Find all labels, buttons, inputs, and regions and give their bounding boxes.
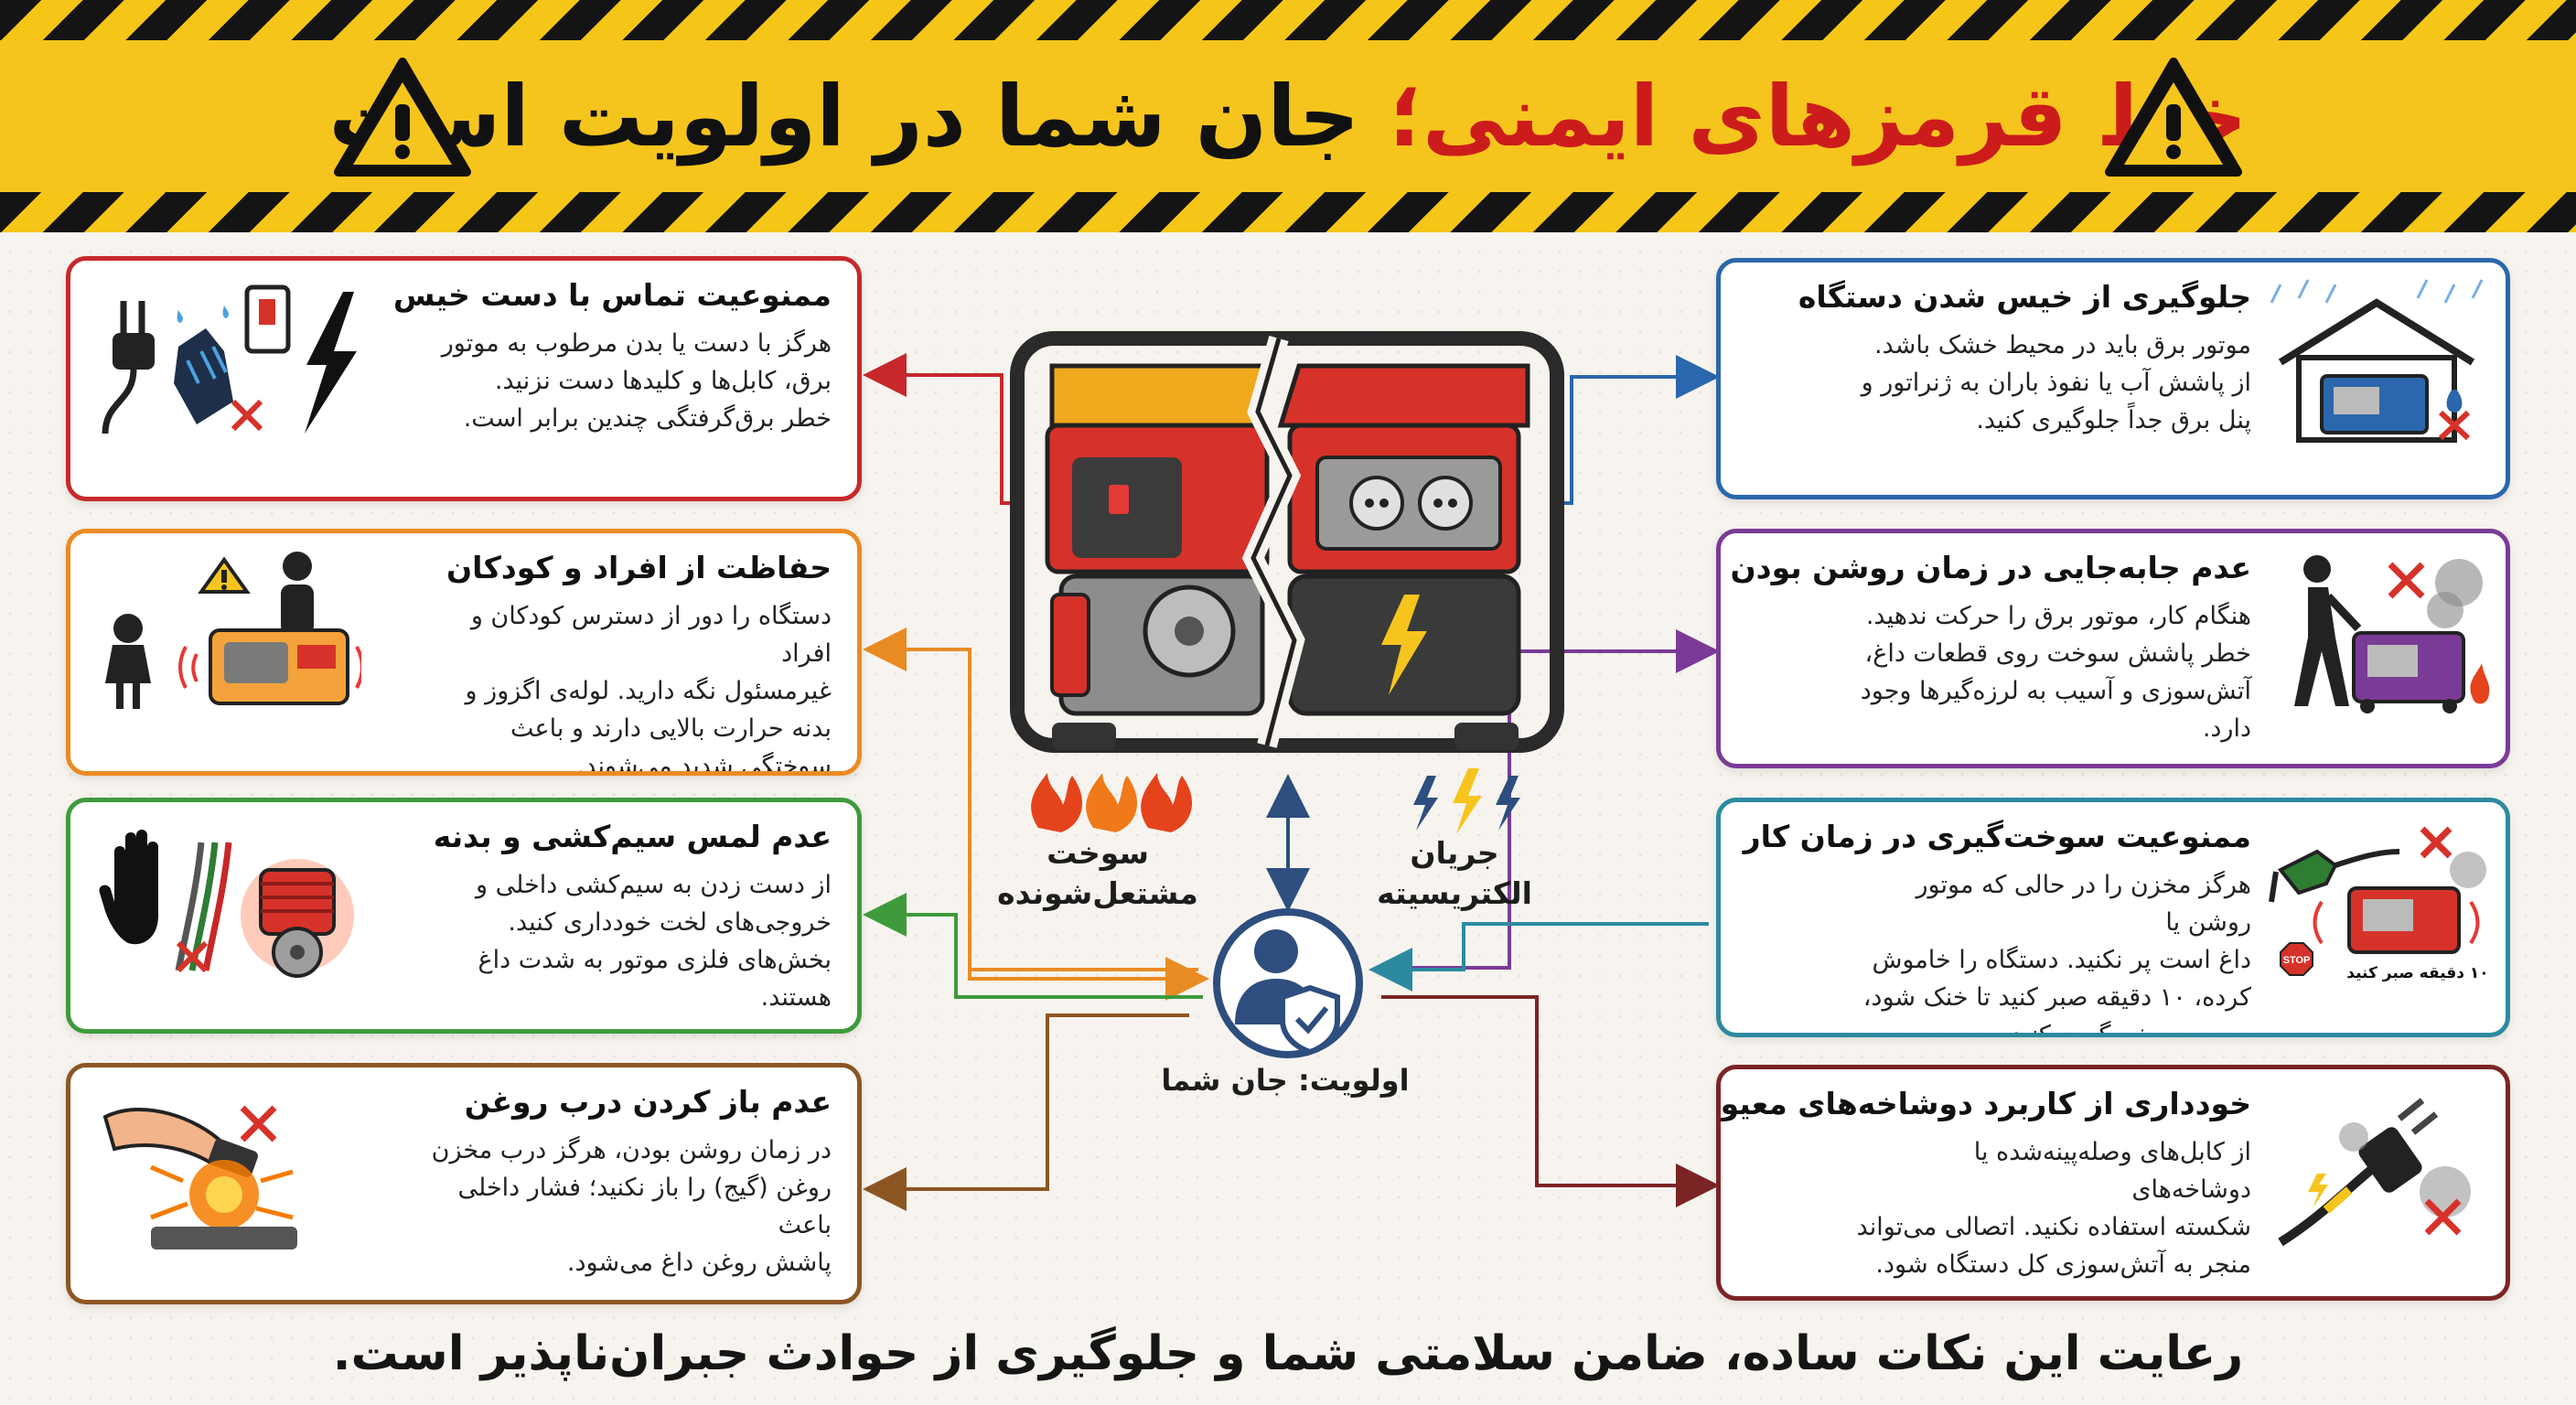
footer-note: رعایت این نکات ساده، ضامن سلامتی شما و ج… <box>332 1326 2244 1381</box>
title-red-part: خط قرمزهای ایمنی؛ <box>1389 67 2248 166</box>
card-wiring-body: از دست زدن به سیم‌کشی داخلی و خروجی‌های … <box>420 866 832 1016</box>
card-moving: عدم جابه‌جایی در زمان روشن بودن هنگام کا… <box>1716 529 2510 768</box>
title-black-part: جان شما در اولویت است <box>328 67 1360 166</box>
card-wet-hands-line: برق، کابل‌ها و کلیدها دست نزنید. <box>494 367 832 395</box>
card-plugs-title: خودداری از کاربرد دوشاخه‌های معیوب <box>1716 1086 2251 1121</box>
hazard-strip-bottom <box>0 192 2576 232</box>
card-oil-cap: عدم باز کردن درب روغن در زمان روشن بودن،… <box>66 1063 862 1304</box>
page-title: خط قرمزهای ایمنی؛ جان شما در اولویت است <box>328 68 2247 166</box>
card-refuel-line: سپس سوخت‌گیری کنید. <box>2002 1021 2251 1037</box>
connector-oil-cap <box>863 1014 1189 1211</box>
card-children-body: دستگاه را دور از دسترس کودکان و افراد غی… <box>420 597 832 776</box>
card-plugs-line: منجر به آتش‌سوزی کل دستگاه شود. <box>1875 1250 2251 1279</box>
card-dry-line: پنل برق جداً جلوگیری کنید. <box>1976 406 2251 434</box>
card-children: حفاظت از افراد و کودکان دستگاه را دور از… <box>66 529 862 776</box>
card-children-line: بدنه حرارت بالایی دارند و باعث <box>510 714 832 743</box>
card-refuel-title: ممنوعیت سوخت‌گیری در زمان کار <box>1743 819 2251 854</box>
card-wet-hands: ممنوعیت تماس با دست خیس هرگز با دست یا ب… <box>66 256 862 501</box>
connector-refuel <box>1368 922 1709 992</box>
card-refuel-line: کرده، ۱۰ دقیقه صبر کنید تا خنک شود، <box>1862 983 2251 1012</box>
card-dry-body: موتور برق باید در محیط خشک باشد. از پاشش… <box>1849 327 2251 439</box>
fire-icon <box>1031 773 1193 832</box>
card-wiring: عدم لمس سیم‌کشی و بدنه از دست زدن به سیم… <box>66 798 862 1034</box>
person-shield-icon <box>1213 908 1363 1058</box>
fuel-label-line2: مشتعل‌شونده <box>997 875 1198 911</box>
header-banner: خط قرمزهای ایمنی؛ جان شما در اولویت است <box>0 40 2576 192</box>
card-wiring-line: از دست زدن به سیم‌کشی داخلی و <box>476 871 832 899</box>
card-plugs-line: از کابل‌های وصله‌پینه‌شده یا دوشاخه‌های <box>1973 1138 2251 1204</box>
card-moving-body: هنگام کار، موتور برق را حرکت ندهید. خطر … <box>1849 597 2251 747</box>
card-plugs-body: از کابل‌های وصله‌پینه‌شده یا دوشاخه‌های … <box>1849 1133 2251 1283</box>
card-plugs: خودداری از کاربرد دوشاخه‌های معیوب از کا… <box>1716 1065 2510 1301</box>
card-wiring-line: خروجی‌های لخت خودداری کنید. <box>508 908 832 937</box>
card-refuel-body: هرگز مخزن را در حالی که موتور روشن یا دا… <box>1849 866 2252 1037</box>
card-moving-line: خطر پاشش سوخت روی قطعات داغ، <box>1864 639 2252 668</box>
children-safety-icon <box>105 552 361 709</box>
card-refuel-line: داغ است پر نکنید. دستگاه را خاموش <box>1872 946 2251 974</box>
priority-label: اولویت: جان شما <box>1161 1063 1410 1098</box>
connector-plugs <box>1381 995 1720 1207</box>
card-refuel-line: هرگز مخزن را در حالی که موتور روشن یا <box>1916 871 2252 937</box>
connector-children <box>863 627 1198 971</box>
card-refuel: STOP ۱۰ دقیقه صبر کنید ممنوعیت سوخت‌گیری… <box>1716 798 2510 1037</box>
card-dry-line: از پاشش آب یا نفوذ باران به ژنراتور و <box>1861 369 2251 397</box>
card-wet-hands-line: هرگز با دست یا بدن مرطوب به موتور <box>441 329 832 358</box>
card-wet-hands-line: خطر برق‌گرفتگی چندین برابر است. <box>463 404 832 433</box>
connector-wiring <box>863 893 1203 999</box>
electricity-label-line2: الکتریسیته <box>1377 875 1532 911</box>
refuel-nozzle-icon: STOP ۱۰ دقیقه صبر کنید <box>2269 826 2489 982</box>
damaged-plug-icon <box>2278 1098 2471 1247</box>
connector-moving <box>1379 629 1720 970</box>
card-children-line: غیرمسئول نگه دارید. لوله‌ی اگزوز و <box>465 677 832 705</box>
card-dry: جلوگیری از خیس شدن دستگاه موتور برق باید… <box>1716 258 2510 499</box>
card-oil-cap-line: روغن (گیج) را باز نکنید؛ فشار داخلی باعث <box>457 1174 832 1239</box>
card-children-title: حفاظت از افراد و کودکان <box>446 550 832 585</box>
card-wet-hands-title: ممنوعیت تماس با دست خیس <box>392 277 832 313</box>
card-moving-title: عدم جابه‌جایی در زمان روشن بودن <box>1730 550 2251 585</box>
card-oil-cap-line: پاشش روغن داغ می‌شود. <box>566 1249 832 1277</box>
wet-hand-shock-icon <box>102 284 357 434</box>
hand-wires-engine-icon <box>99 830 354 978</box>
card-children-line: سوختگی شدید می‌شوند. <box>576 752 832 776</box>
fuel-label: سوخت <box>1046 835 1149 871</box>
oil-cap-spray-icon <box>102 1105 297 1249</box>
card-wiring-line: بخش‌های فلزی موتور به شدت داغ هستند. <box>478 946 832 1012</box>
card-wiring-title: عدم لمس سیم‌کشی و بدنه <box>433 819 832 854</box>
generator-illustration <box>1010 331 1564 753</box>
lightning-icon <box>1413 768 1520 834</box>
card-moving-line: هنگام کار، موتور برق را حرکت ندهید. <box>1865 602 2251 630</box>
shelter-generator-icon <box>2270 279 2484 443</box>
card-plugs-line: شکسته استفاده نکنید. اتصالی می‌تواند <box>1856 1213 2251 1241</box>
electricity-label: جریان <box>1410 835 1499 871</box>
card-oil-cap-line: در زمان روشن بودن، هرگز درب مخزن <box>431 1136 832 1164</box>
card-moving-line: آتش‌سوزی و آسیب به لرزه‌گیرها وجود دارد. <box>1860 677 2251 743</box>
connector-wet-hands <box>863 353 1017 505</box>
card-dry-line: موتور برق باید در محیط خشک باشد. <box>1874 331 2251 359</box>
stop-sign-label: STOP <box>2283 955 2311 966</box>
hazard-strip-top <box>0 0 2576 40</box>
card-wet-hands-body: هرگز با دست یا بدن مرطوب به موتور برق، ک… <box>420 325 832 437</box>
card-oil-cap-body: در زمان روشن بودن، هرگز درب مخزن روغن (گ… <box>420 1132 832 1282</box>
connector-children-to-person <box>968 957 1209 1001</box>
person-moving-generator-icon <box>2294 555 2490 713</box>
warning-icon <box>334 58 471 177</box>
wait-ten-minutes-label: ۱۰ دقیقه صبر کنید <box>2346 964 2488 982</box>
card-children-line: دستگاه را دور از دسترس کودکان و افراد <box>470 602 832 668</box>
connector-dry <box>1555 355 1720 505</box>
warning-icon <box>2105 58 2242 177</box>
card-dry-title: جلوگیری از خیس شدن دستگاه <box>1798 279 2251 315</box>
card-oil-cap-title: عدم باز کردن درب روغن <box>464 1084 832 1120</box>
